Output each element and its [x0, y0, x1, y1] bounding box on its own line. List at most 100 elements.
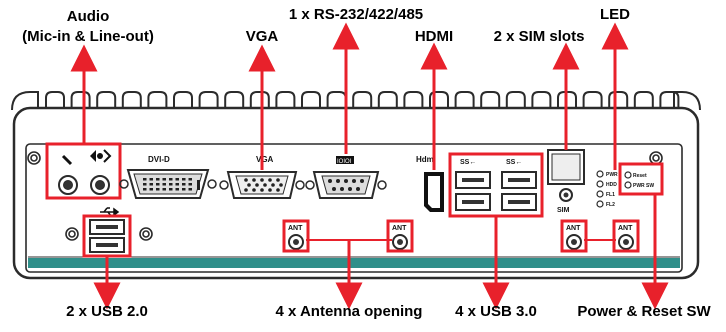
bottom-strip: [28, 258, 680, 268]
serial-port: IOIOI: [305, 156, 387, 199]
dvi-label: DVI-D: [148, 155, 170, 164]
usb3-ports: SS← SS←: [448, 152, 544, 218]
dvi-pin: [143, 188, 147, 191]
antenna-callout: 4 x Antenna opening: [275, 303, 423, 320]
dvi-pin: [188, 183, 192, 186]
antenna-openings: ANT ANT ANT ANT: [282, 219, 640, 253]
vga-pin: [247, 183, 251, 187]
dvi-pin: [188, 178, 192, 181]
hdmi-panel-label: Hdmi: [416, 155, 436, 164]
fin: [454, 91, 475, 110]
vga-pin: [276, 188, 280, 192]
led-pwr-label: PWR: [606, 172, 618, 178]
vga-pin: [260, 188, 264, 192]
fin: [147, 91, 168, 110]
antenna-opening: ANT: [612, 219, 640, 253]
antenna-opening: ANT: [560, 219, 588, 253]
fin: [505, 91, 526, 110]
serial-pin: [356, 187, 360, 191]
vga-panel-label: VGA: [256, 155, 274, 164]
vga-pin: [268, 178, 272, 182]
led-callout: LED: [600, 6, 630, 23]
power-reset-callout: Power & Reset SW: [577, 303, 711, 320]
fin: [659, 91, 680, 110]
power-reset-highlight-box: [618, 162, 664, 196]
audio-callout: Audio: [28, 8, 148, 25]
dvi-pin: [182, 178, 186, 181]
dvi-pin: [175, 188, 179, 191]
dvi-pin: [169, 178, 173, 181]
vga-pin: [252, 188, 256, 192]
fin: [198, 91, 219, 110]
mic-in-jack: [58, 175, 78, 195]
antenna-highlight-box: [386, 219, 414, 253]
fin: [275, 91, 296, 110]
sim-slots: SIM: [547, 149, 585, 214]
serial-pin: [360, 179, 364, 183]
serial-panel-label: IOIOI: [337, 159, 352, 165]
fin: [249, 91, 270, 110]
serial-pin: [340, 187, 344, 191]
audio-callout-line2: (Mic-in & Line-out): [22, 28, 154, 45]
fin: [633, 91, 654, 110]
speaker-out-icon: [90, 149, 112, 163]
serial-pin: [336, 179, 340, 183]
hdmi-callout: HDMI: [414, 28, 454, 45]
serial-pin: [348, 187, 352, 191]
antenna-highlight-box: [282, 219, 310, 253]
dvi-pin: [182, 188, 186, 191]
antenna-panel-label: ANT: [618, 225, 633, 232]
power-reset-switches: Reset PWR SW: [618, 162, 664, 196]
fin: [403, 91, 424, 110]
fin: [582, 91, 603, 110]
usb3-label-a: SS←: [460, 159, 476, 166]
dvi-pin: [188, 188, 192, 191]
serial-pin: [328, 179, 332, 183]
dvi-pin: [182, 183, 186, 186]
antenna-panel-label: ANT: [392, 225, 407, 232]
dvi-pin: [156, 178, 160, 181]
serial-callout: 1 x RS-232/422/485: [288, 6, 424, 23]
fin: [121, 91, 142, 110]
dvi-pin: [197, 180, 200, 190]
fin: [173, 91, 193, 110]
led-hdd-label: HDD: [606, 182, 617, 188]
led-fl2-label: FL2: [606, 202, 615, 208]
dvi-pin: [149, 178, 153, 181]
serial-pin: [352, 179, 356, 183]
usb3-label-b: SS←: [506, 159, 522, 166]
fin: [429, 91, 449, 110]
dvi-pin: [162, 178, 166, 181]
fin: [608, 91, 629, 110]
vga-pin: [263, 183, 267, 187]
dvi-pin: [143, 178, 147, 181]
dvi-pin: [156, 188, 160, 191]
vga-pin: [260, 178, 264, 182]
vga-pin: [252, 178, 256, 182]
hdmi-port: Hdmi: [416, 155, 444, 212]
vga-pin: [255, 183, 259, 187]
antenna-panel-label: ANT: [566, 225, 581, 232]
reset-panel-label: Reset: [633, 173, 647, 179]
fin: [531, 91, 552, 110]
dvi-pin: [149, 188, 153, 191]
pwr-sw-panel-label: PWR SW: [633, 183, 654, 189]
fin: [301, 91, 321, 110]
antenna-opening: ANT: [282, 219, 310, 253]
serial-pin: [344, 179, 348, 183]
audio-callout-line1: Audio: [66, 8, 110, 25]
vga-pin: [244, 188, 248, 192]
dvi-pin: [175, 183, 179, 186]
fin: [70, 91, 91, 110]
antenna-highlight-box: [560, 219, 588, 253]
led-indicators: PWR HDD FL1 FL2: [596, 170, 618, 208]
line-out-jack: [90, 175, 110, 195]
usb2-ports: [65, 207, 153, 258]
antenna-highlight-box: [612, 219, 640, 253]
dvi-pin: [162, 183, 166, 186]
dvi-pin: [156, 183, 160, 186]
dvi-pin: [169, 188, 173, 191]
antenna-panel-label: ANT: [288, 225, 303, 232]
screw-left: [27, 151, 41, 165]
